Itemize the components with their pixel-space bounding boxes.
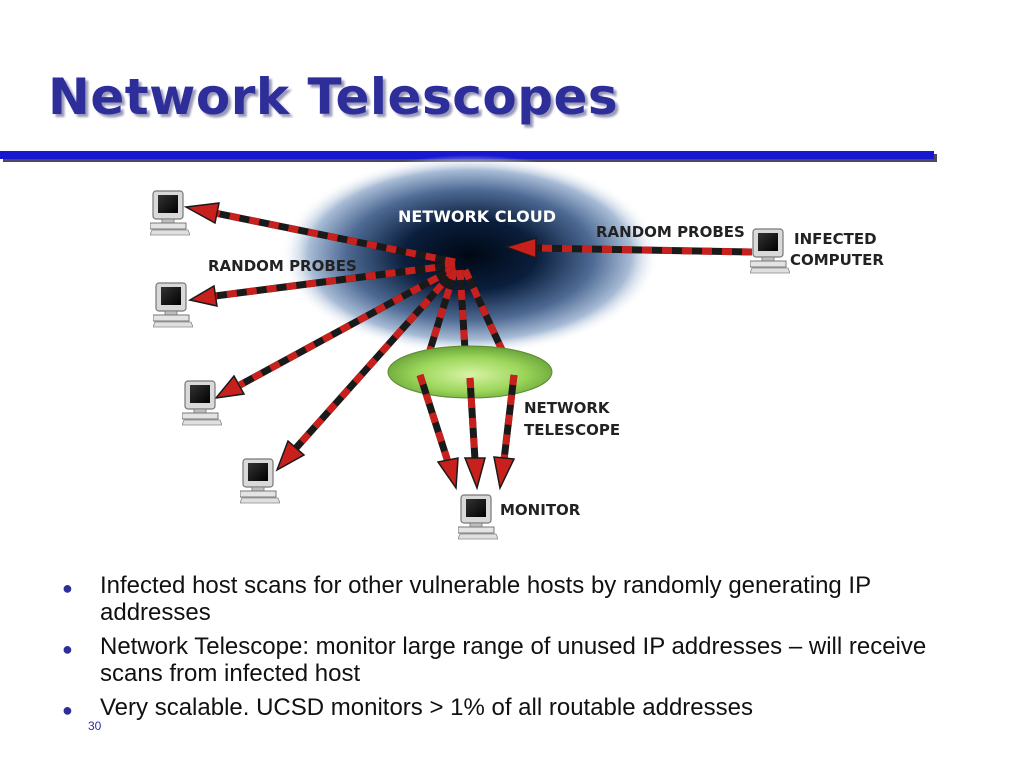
cloud-label: NETWORK CLOUD [398,207,556,226]
list-item: ● Very scalable. UCSD monitors > 1% of a… [60,694,960,721]
arrow-icon [275,267,458,472]
random-probes-left-label: RANDOM PROBES [208,257,357,275]
arrow-icon [187,261,456,307]
computer-icon [150,190,190,236]
bullet-text: Infected host scans for other vulnerable… [100,572,871,626]
infected-label-line2: COMPUTER [790,251,884,269]
network-telescope-diagram: NETWORK CLOUD RANDOM PROBES RANDOM PROBE… [150,155,884,540]
arrow-icon [214,264,457,400]
monitor-label: MONITOR [500,501,581,519]
monitor-arrows [416,373,518,491]
bullet-text: Network Telescope: monitor large range o… [100,633,927,687]
computer-icon [750,228,790,274]
computer-icon [182,380,222,426]
telescope-label-line1: NETWORK [524,399,611,417]
arrow-icon [416,373,459,491]
arrow-icon [493,374,518,491]
slide-title: Network Telescopes [48,68,619,126]
network-cloud-icon [280,155,660,355]
random-probes-right-label: RANDOM PROBES [596,223,745,241]
bullet-list: ● Infected host scans for other vulnerab… [60,572,960,728]
arrow-icon [426,268,506,352]
page-number: 30 [88,719,102,733]
arrow-icon [463,377,486,491]
telescope-label-line2: TELESCOPE [524,421,620,439]
bullet-dot-icon: ● [62,578,73,598]
arrow-icon [503,236,753,260]
bullet-dot-icon: ● [62,700,73,720]
computer-icon [240,458,280,504]
arrow-icon [183,202,456,266]
list-item: ● Infected host scans for other vulnerab… [60,572,960,626]
list-item: ● Network Telescope: monitor large range… [60,633,960,687]
title-rule [0,151,934,159]
computer-icon [153,282,193,328]
bullet-text: Very scalable. UCSD monitors > 1% of all… [100,694,753,721]
probe-arrows [183,202,753,472]
computer-icon [458,494,498,540]
infected-label-line1: INFECTED [794,230,877,248]
bullet-dot-icon: ● [62,639,73,659]
